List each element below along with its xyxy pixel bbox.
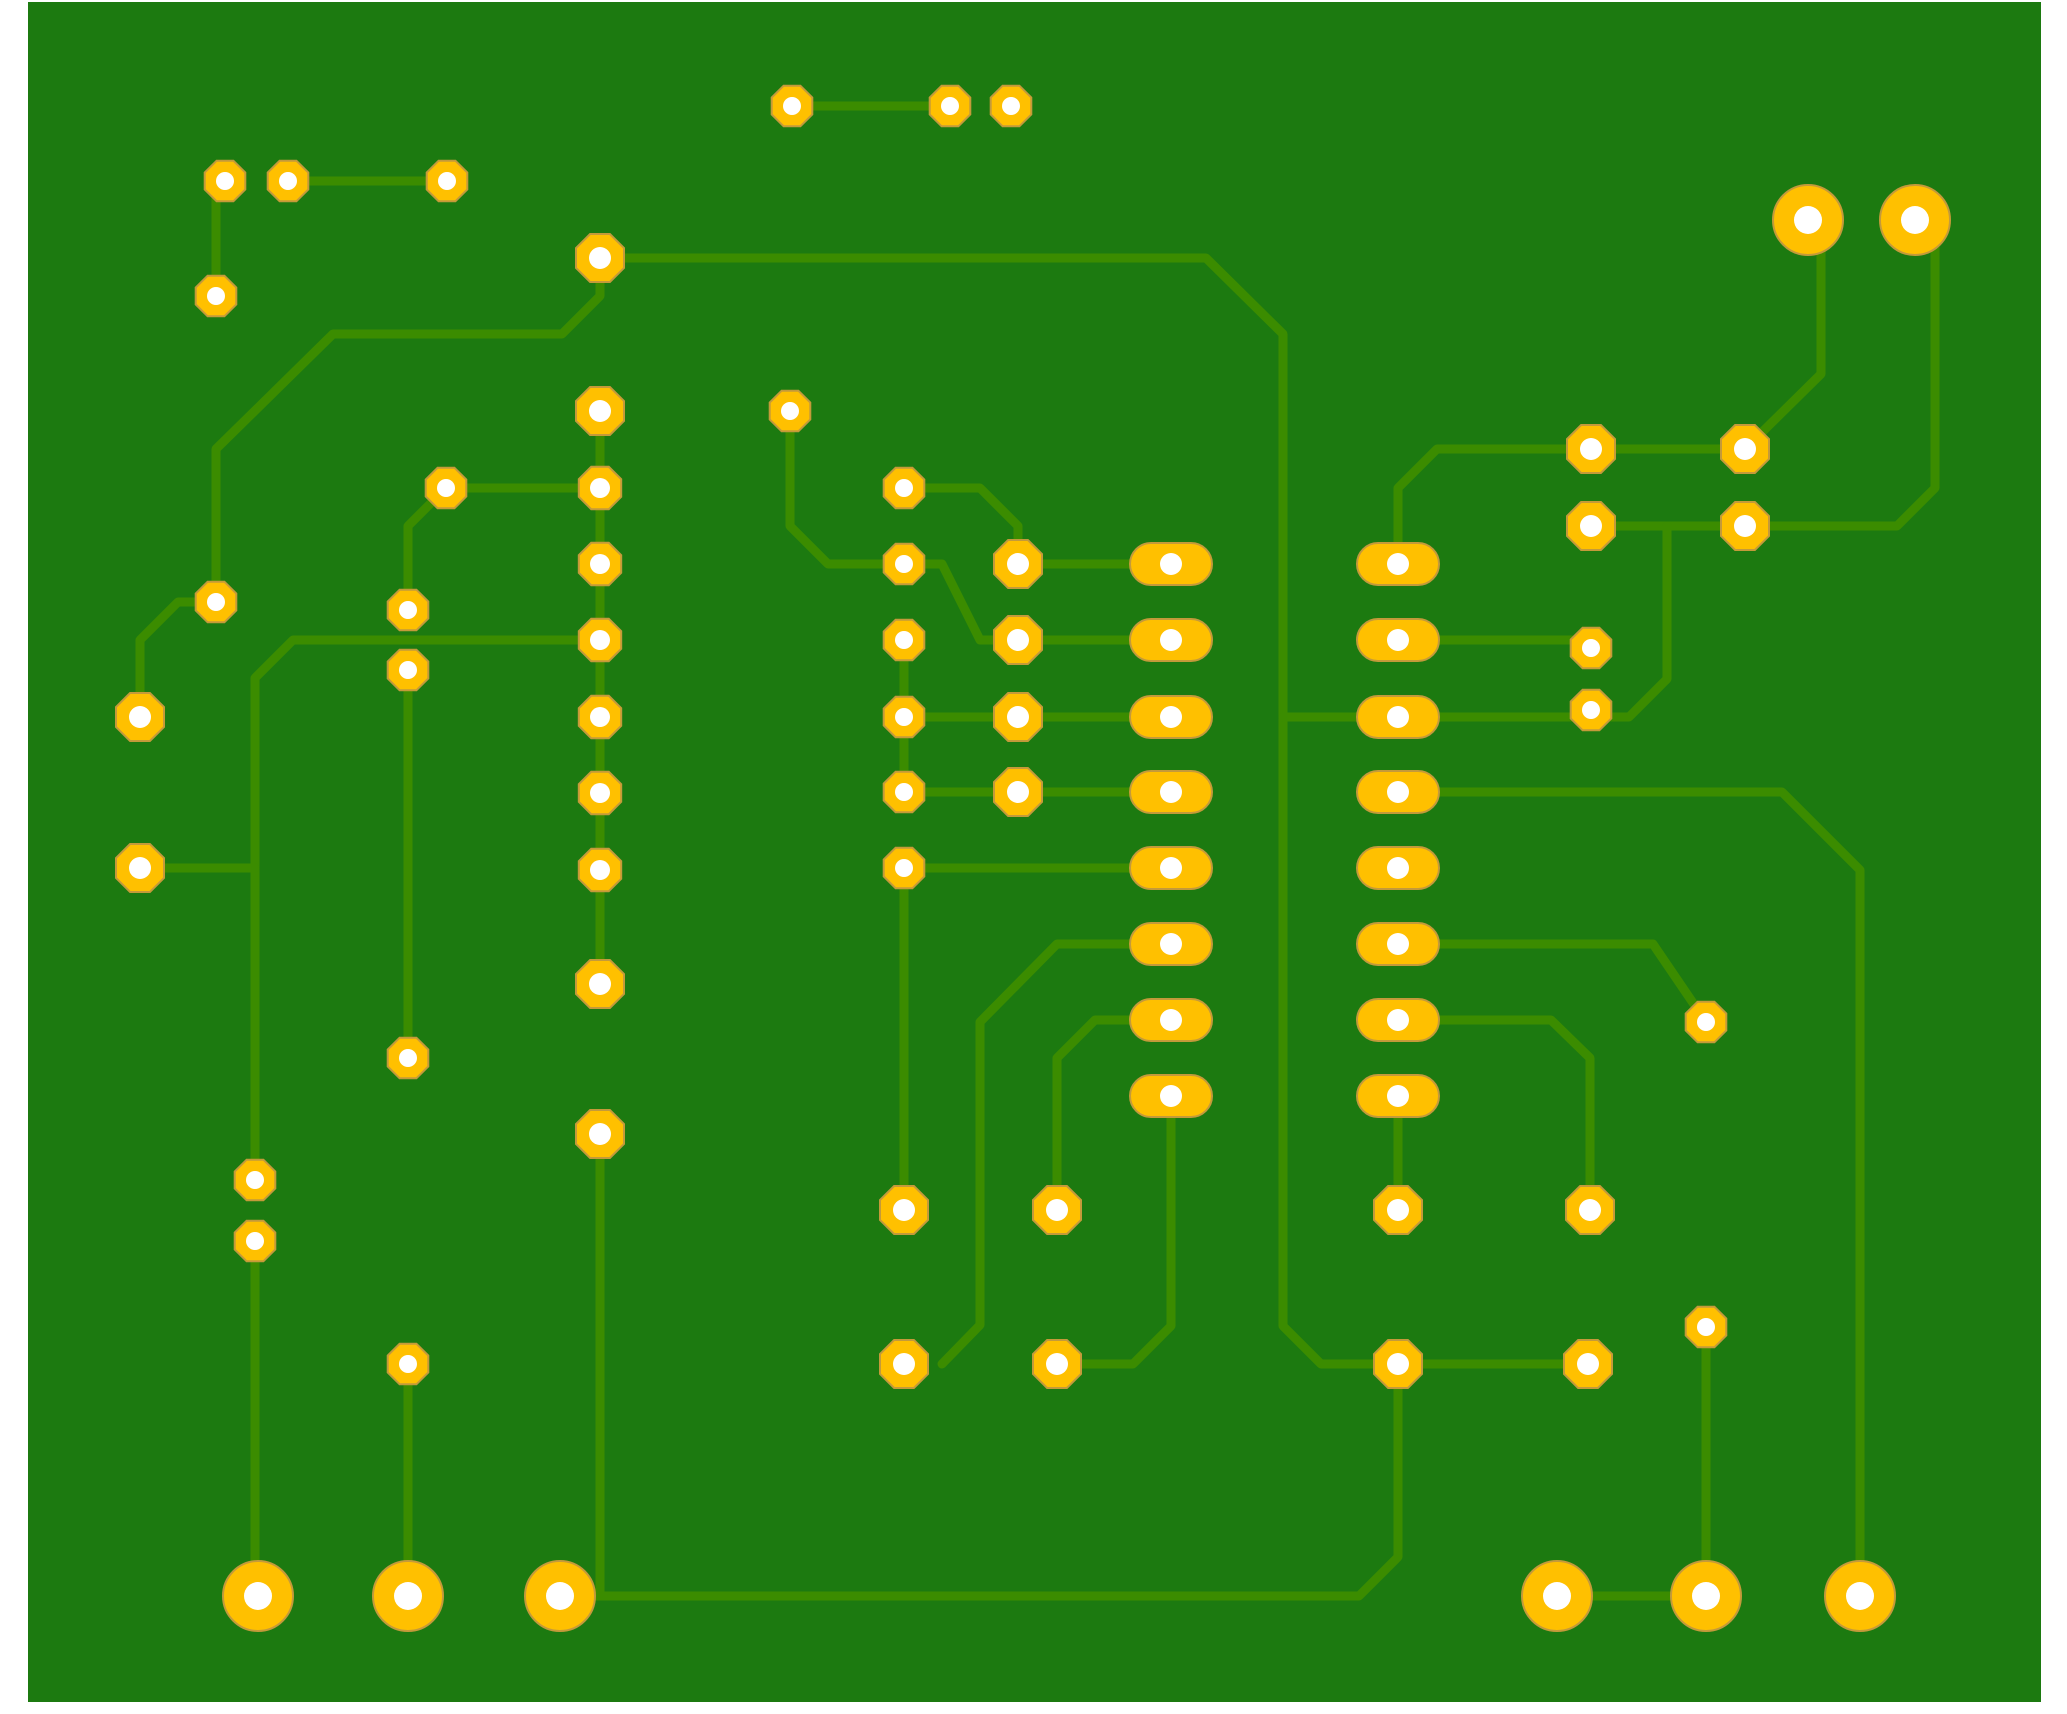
ic-left-pin-4: [1129, 770, 1213, 814]
dc-jack-pin-2: [1879, 184, 1951, 256]
pad-600-793: [577, 770, 623, 816]
pad-600-258: [575, 233, 625, 283]
pad-216-602: [194, 580, 238, 624]
ic-right-pin-6: [1356, 922, 1440, 966]
bottom-right-terminal-2: [1670, 1560, 1742, 1632]
pad-600-984: [575, 959, 625, 1009]
pad-1591-526: [1566, 501, 1616, 551]
pad-600-488: [577, 465, 623, 511]
pad-904-868: [882, 846, 926, 890]
trace-39: [1393, 939, 1711, 1027]
pad-1398-1364: [1373, 1339, 1423, 1389]
pad-904-1364: [879, 1339, 929, 1389]
pad-408-1058: [386, 1036, 430, 1080]
trace-35: [1393, 521, 1672, 722]
upper-left-header-pin-3: [425, 159, 469, 203]
pad-904-488: [882, 466, 926, 510]
ic-left-pin-8: [1129, 1074, 1213, 1118]
trace-28: [937, 939, 1176, 1369]
pad-140-868: [115, 843, 165, 893]
ic-right-pin-7: [1356, 998, 1440, 1042]
pad-904-1210: [879, 1185, 929, 1235]
bottom-left-terminal-3: [524, 1560, 596, 1632]
pad-408-670: [386, 648, 430, 692]
pad-1057-1364: [1032, 1339, 1082, 1389]
ic-right-pin-5: [1356, 846, 1440, 890]
top-header-pin-2: [928, 84, 972, 128]
bottom-left-terminal-1: [222, 1560, 294, 1632]
bottom-right-terminal-3: [1824, 1560, 1896, 1632]
trace-34: [1740, 215, 1940, 531]
pad-255-1180: [233, 1158, 277, 1202]
ic-left-pin-5: [1129, 846, 1213, 890]
trace-10: [403, 497, 437, 615]
pad-408-610: [386, 588, 430, 632]
trace-40: [1393, 1015, 1595, 1215]
trace-38: [1393, 787, 1865, 1601]
pad-1591-449: [1566, 424, 1616, 474]
pad-1590-1210: [1565, 1185, 1615, 1235]
pad-140-717: [115, 692, 165, 742]
pad-1018-717: [993, 692, 1043, 742]
pad-600-1134: [575, 1109, 625, 1159]
bottom-right-terminal-1: [1521, 1560, 1593, 1632]
pad-790-411: [768, 389, 812, 433]
trace-18: [785, 406, 909, 569]
ic-left-pin-2: [1129, 618, 1213, 662]
pad-408-1364: [386, 1342, 430, 1386]
pad-1745-526: [1720, 501, 1770, 551]
pad-600-870: [577, 847, 623, 893]
pad-904-640: [882, 618, 926, 662]
pad-904-564: [882, 542, 926, 586]
ic-right-pin-1: [1356, 542, 1440, 586]
pad-1057-1210: [1032, 1185, 1082, 1235]
component-pads: [115, 84, 1951, 1632]
top-header-pin-3: [989, 84, 1033, 128]
pad-600-717: [577, 694, 623, 740]
pad-1591-648: [1569, 626, 1613, 670]
pad-1591-710: [1569, 688, 1613, 732]
trace-4: [595, 253, 1403, 1369]
upper-left-header-pin-2: [266, 159, 310, 203]
pad-1018-564: [993, 539, 1043, 589]
ic-left-pin-1: [1129, 542, 1213, 586]
pad-1018-640: [993, 615, 1043, 665]
ic-right-pin-4: [1356, 770, 1440, 814]
pad-1706-1327: [1684, 1305, 1728, 1349]
upper-left-pin: [194, 274, 238, 318]
pad-600-411: [575, 386, 625, 436]
ic-left-pin-6: [1129, 922, 1213, 966]
ic-right-pin-8: [1356, 1074, 1440, 1118]
ic-right-pin-2: [1356, 618, 1440, 662]
top-header-pin-1: [770, 84, 814, 128]
pad-904-717: [882, 695, 926, 739]
pad-1588-1364: [1563, 1339, 1613, 1389]
pad-904-792: [882, 770, 926, 814]
trace-31: [1393, 444, 1596, 569]
trace-32: [1586, 215, 1826, 454]
ic-left-pin-7: [1129, 998, 1213, 1042]
trace-30: [1052, 1091, 1176, 1369]
trace-12: [250, 635, 605, 1185]
ic-right-pin-3: [1356, 695, 1440, 739]
trace-17: [555, 1359, 1403, 1601]
trace-6: [211, 253, 605, 607]
pad-1706-1022: [1684, 1000, 1728, 1044]
pad-1745-449: [1720, 424, 1770, 474]
pad-1018-792: [993, 767, 1043, 817]
upper-left-header-pin-1: [203, 159, 247, 203]
pad-255-1241: [233, 1219, 277, 1263]
pad-1398-1210: [1373, 1185, 1423, 1235]
pad-446-488: [424, 466, 468, 510]
bottom-left-terminal-2: [372, 1560, 444, 1632]
ic-left-pin-3: [1129, 695, 1213, 739]
dc-jack-pin-1: [1772, 184, 1844, 256]
pad-600-564: [577, 541, 623, 587]
pad-600-640: [577, 617, 623, 663]
